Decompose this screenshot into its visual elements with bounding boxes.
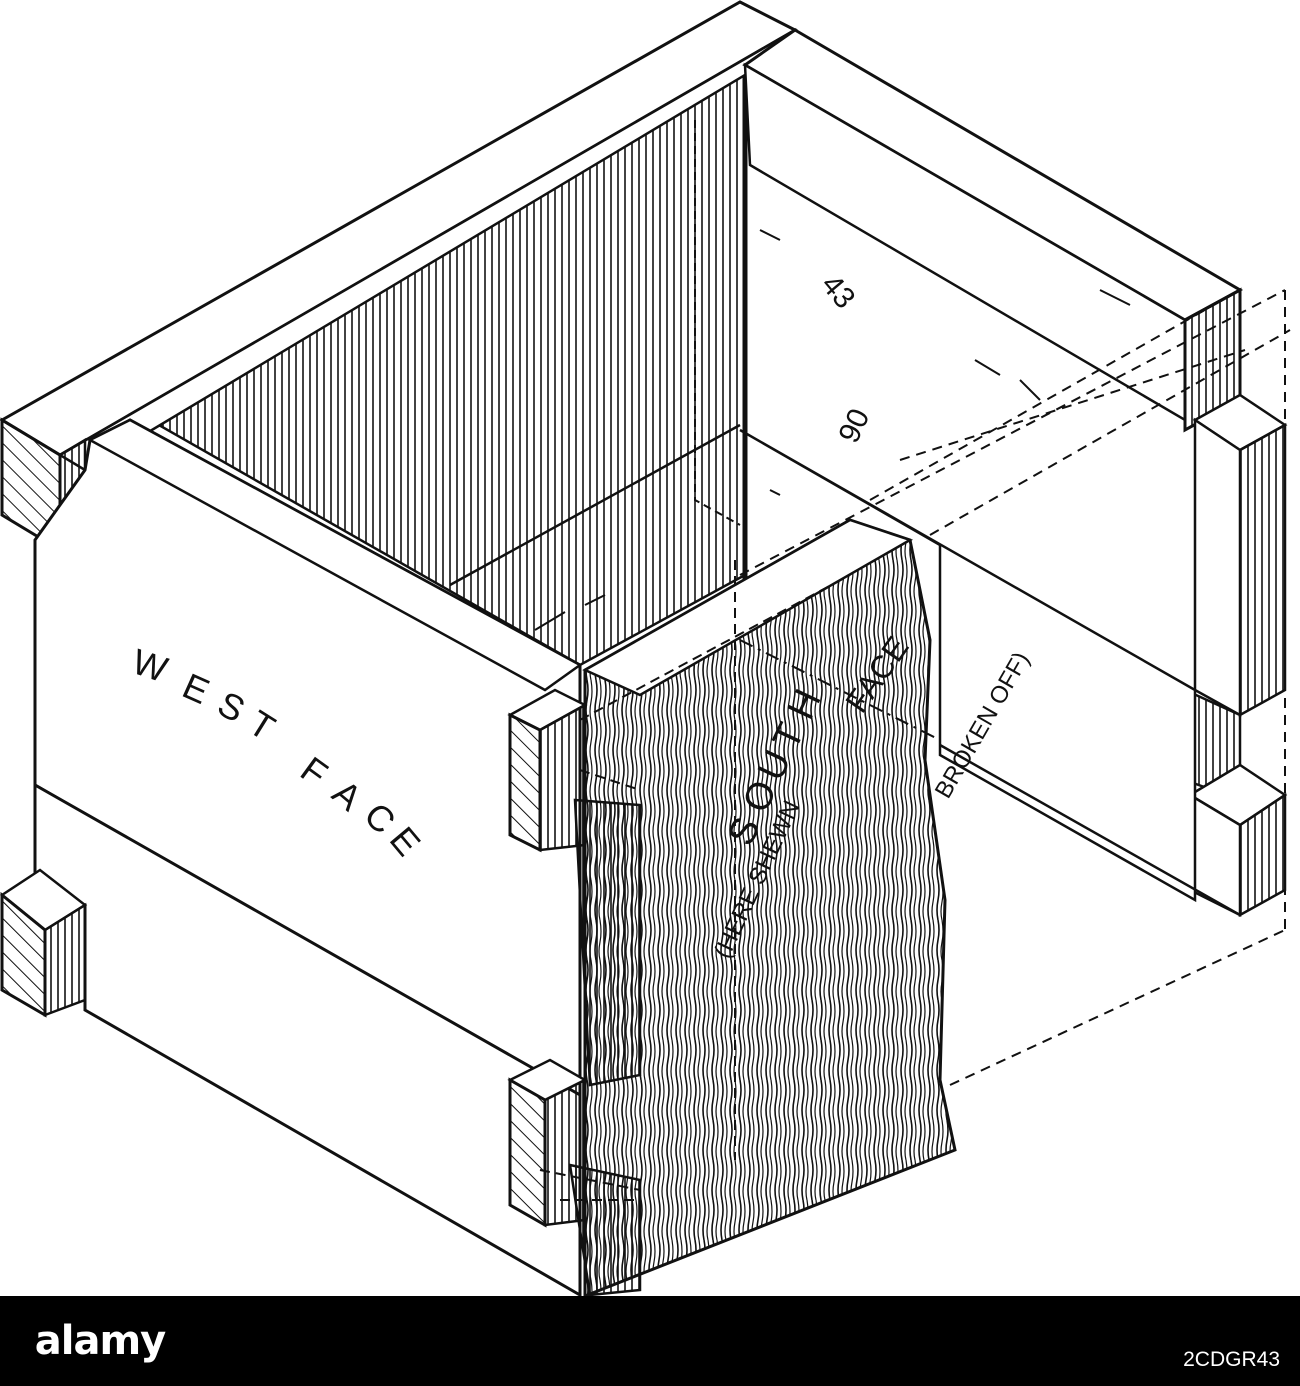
dimension-43: 43 [815,268,862,315]
north-wall-interior [739,428,1197,903]
alamy-logo: alamy [20,1308,180,1374]
projection-lines-dashed [739,289,1291,1086]
hidden-edge-dashed [694,120,741,526]
wall-joint-line [449,423,741,587]
alamy-logo-text: alamy [34,1318,166,1364]
dimension-90: 90 [832,404,876,448]
timber-box-isometric-drawing: W E S T F A C E S O U T H FACE (HERE SHE… [0,0,1291,1296]
image-id-label: 2CDGR43 [1183,1348,1280,1371]
watermark-footer: alamy 2CDGR43 [0,1296,1300,1386]
